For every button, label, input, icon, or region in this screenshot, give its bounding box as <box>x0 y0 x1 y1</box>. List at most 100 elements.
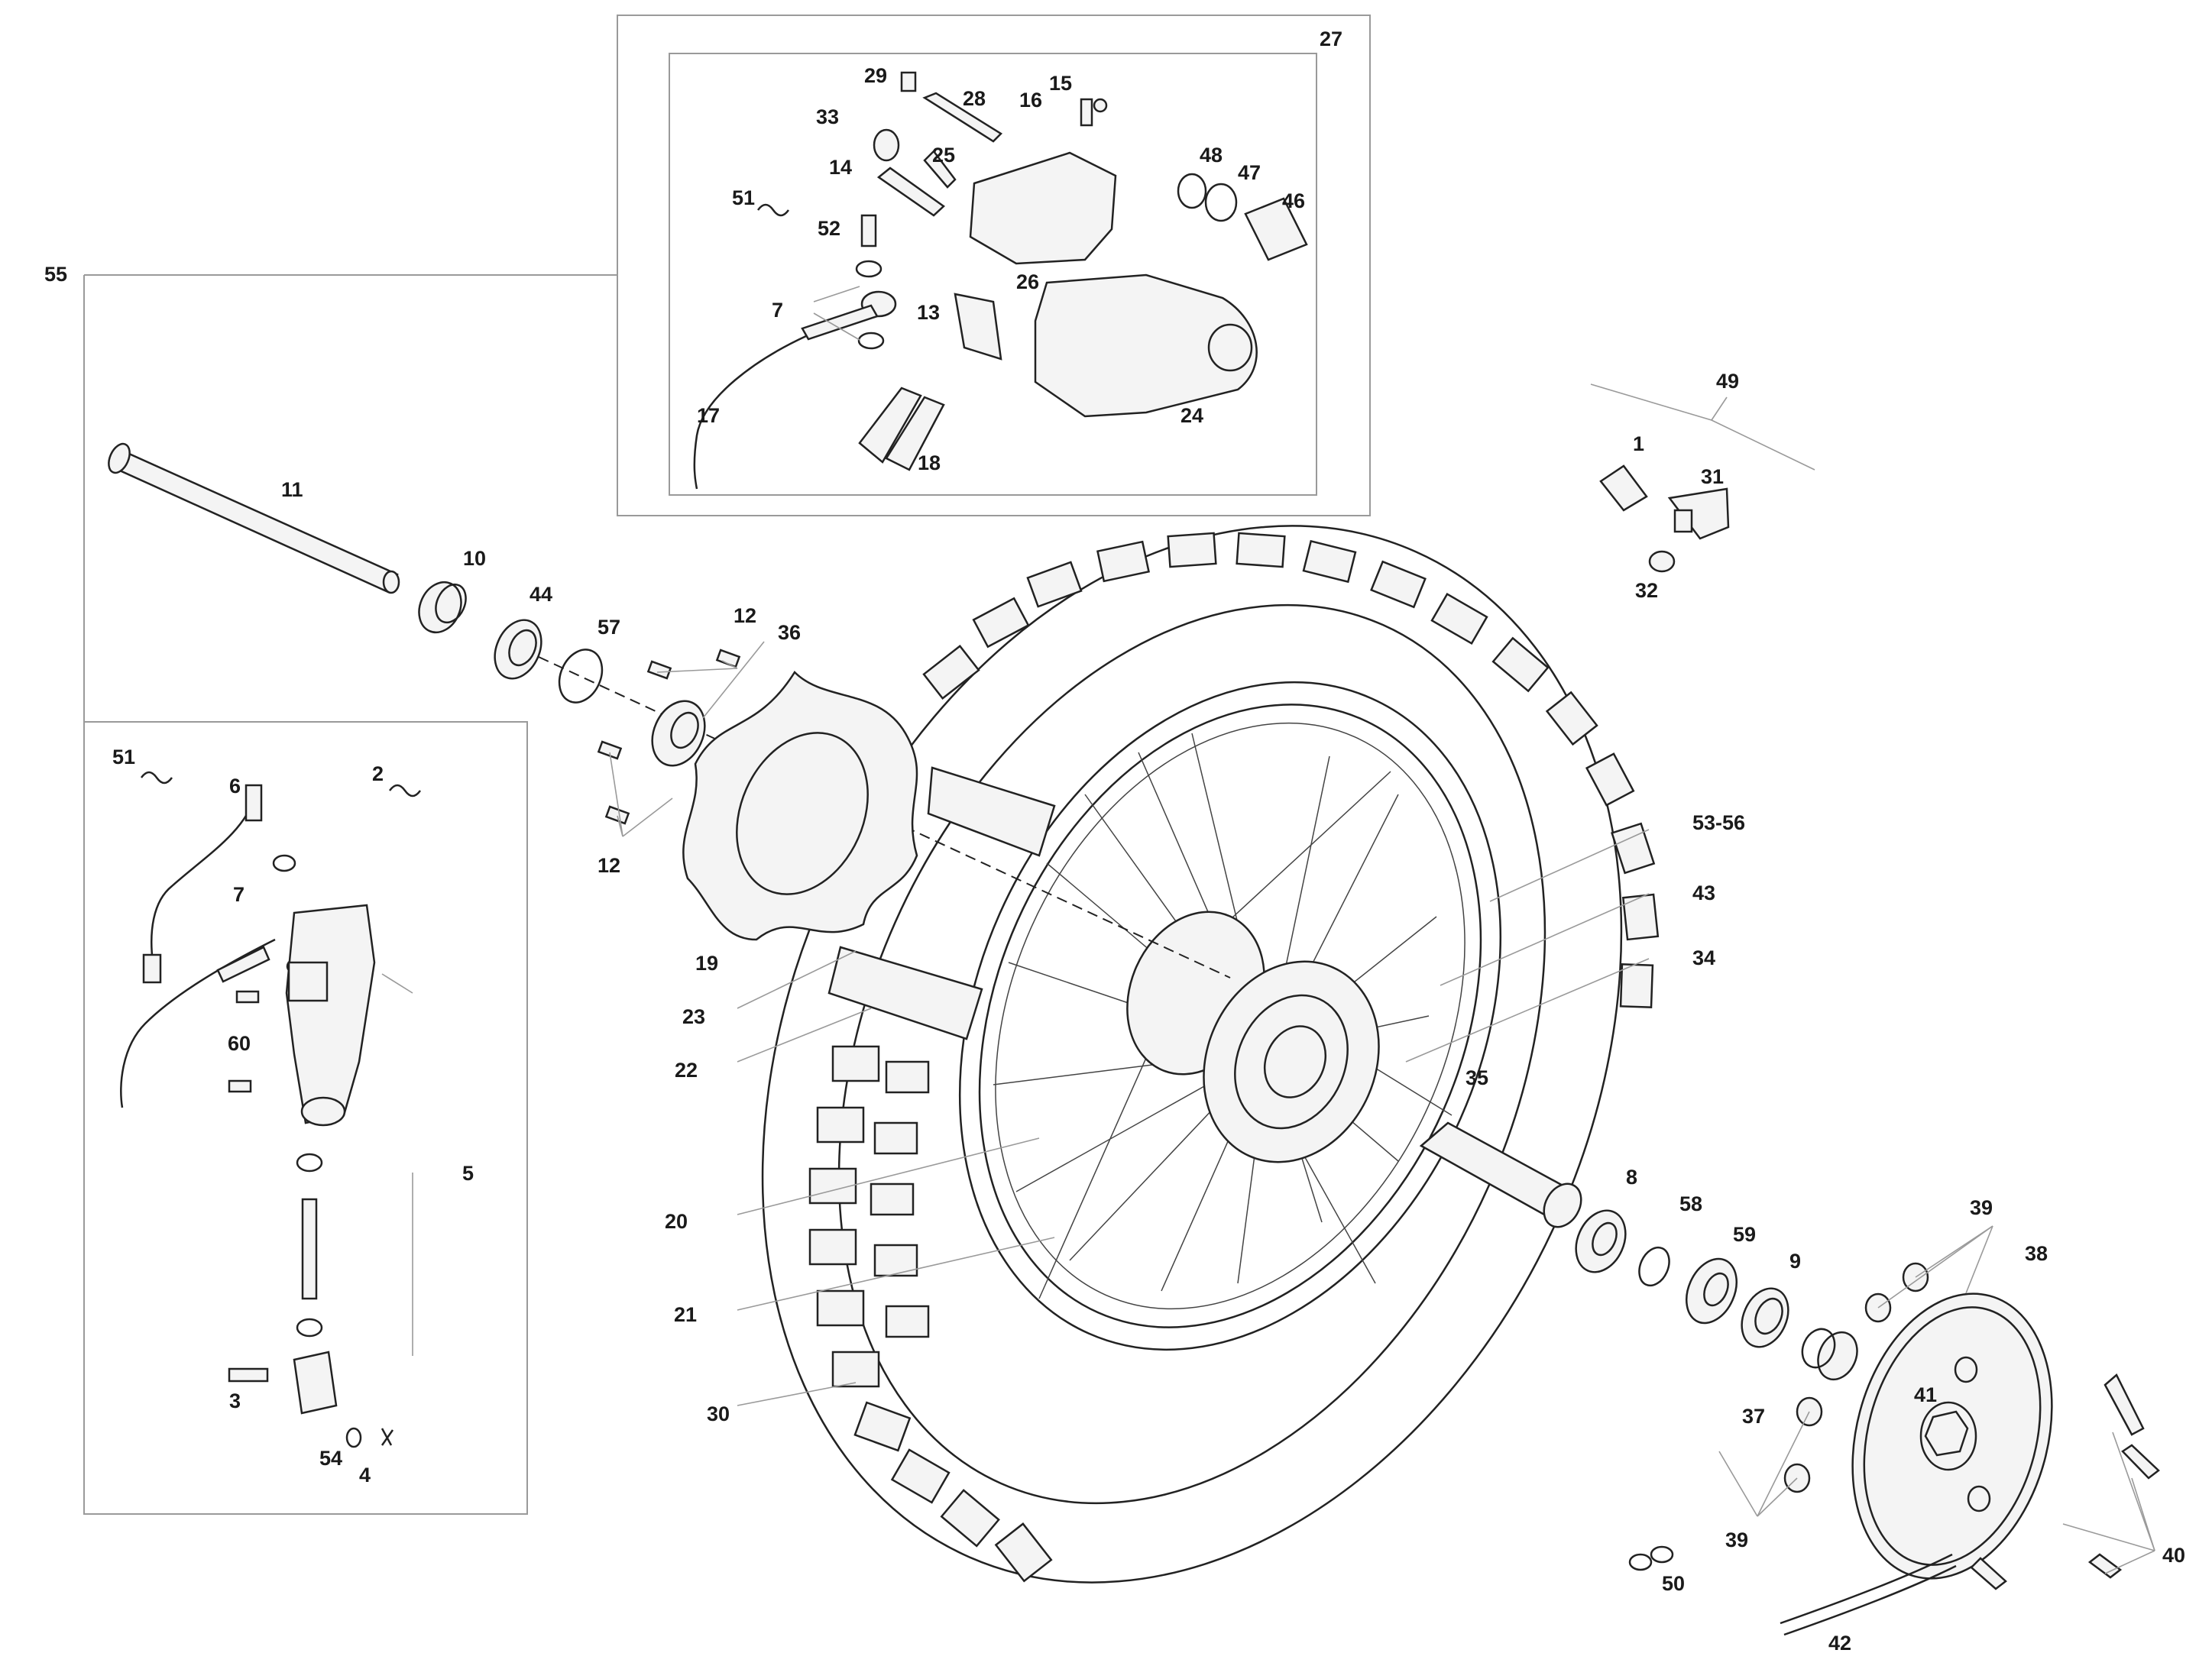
pad-spring-13 <box>954 293 1002 361</box>
circlip-57 <box>558 649 604 704</box>
callout-6: 6 <box>229 775 241 797</box>
callout-50: 50 <box>1662 1572 1685 1595</box>
callout-36: 36 <box>778 621 801 644</box>
chain-42 <box>1780 1553 1957 1636</box>
callout-38: 38 <box>2025 1242 2048 1265</box>
clip-54-4 <box>345 1427 394 1448</box>
callout-33: 33 <box>816 105 839 128</box>
spring-51-top <box>756 203 790 217</box>
callout-37: 37 <box>1742 1405 1765 1428</box>
bleeder-15-16 <box>1080 98 1108 127</box>
callout-35: 35 <box>1465 1066 1488 1089</box>
rim-tape <box>827 766 1056 1040</box>
callout-57: 57 <box>598 616 620 639</box>
callout-28: 28 <box>963 87 986 110</box>
shims-48-47-46 <box>1177 173 1308 261</box>
callout-44: 44 <box>530 583 552 606</box>
brake-pads-18 <box>858 387 945 471</box>
callout-9: 9 <box>1789 1250 1801 1273</box>
master-cylinder-box <box>83 721 528 1515</box>
bolts-60 <box>228 990 260 1093</box>
callout-53-56: 53-56 <box>1692 811 1745 834</box>
bracket-49-leader <box>1590 383 1815 471</box>
callout-31: 31 <box>1701 465 1724 488</box>
sprocket-nuts-39 <box>1783 1262 1991 1512</box>
callout-12-top: 12 <box>734 604 756 627</box>
callout-51-top: 51 <box>732 186 755 209</box>
callout-26: 26 <box>1016 270 1039 293</box>
callout-20: 20 <box>665 1210 688 1233</box>
callout-3: 3 <box>229 1389 241 1412</box>
callout-5: 5 <box>462 1162 474 1185</box>
pins-28-29 <box>900 71 1002 143</box>
caliper-body <box>969 151 1117 265</box>
rim <box>959 681 1501 1351</box>
clevis-3 <box>228 1351 338 1415</box>
callout-13: 13 <box>917 301 940 324</box>
callout-48: 48 <box>1200 144 1223 167</box>
spacer-58 <box>1638 1246 1670 1287</box>
sprocket-bolts-40 <box>1970 1373 2160 1590</box>
callout-60: 60 <box>228 1032 251 1055</box>
part-32-nut <box>1648 550 1676 573</box>
spring-51-left <box>140 771 173 785</box>
hose-fitting-7 <box>801 290 897 341</box>
callout-49: 49 <box>1716 370 1739 393</box>
axle-group-box <box>83 274 617 722</box>
callout-51-left: 51 <box>112 746 135 768</box>
callout-39-bottom: 39 <box>1725 1529 1748 1551</box>
bearing-8 <box>1575 1209 1627 1273</box>
seal-9 <box>1741 1287 1789 1348</box>
tire-tread-blocks <box>808 532 1660 1583</box>
seal-44 <box>494 619 542 680</box>
callout-12-bottom: 12 <box>598 854 620 877</box>
part-1-sleeve <box>1599 464 1648 512</box>
callout-40: 40 <box>2162 1544 2185 1567</box>
callout-32: 32 <box>1635 579 1658 602</box>
bracket-5-top <box>381 973 413 994</box>
axle <box>108 442 400 594</box>
callout-14: 14 <box>829 156 852 179</box>
callout-42: 42 <box>1828 1632 1851 1655</box>
callout-39-top: 39 <box>1970 1196 1993 1219</box>
callout-43: 43 <box>1692 882 1715 904</box>
callout-1: 1 <box>1633 432 1644 455</box>
callout-52: 52 <box>818 217 840 240</box>
callout-41: 41 <box>1914 1383 1937 1406</box>
callout-25: 25 <box>932 144 955 167</box>
brake-line-left <box>120 938 276 1108</box>
callout-54: 54 <box>319 1447 342 1470</box>
callout-8: 8 <box>1626 1166 1637 1189</box>
brake-disc-19 <box>682 671 918 941</box>
callout-59: 59 <box>1733 1223 1756 1246</box>
callout-7-top: 7 <box>772 299 783 322</box>
part-31-stud <box>1667 487 1730 540</box>
callout-11: 11 <box>281 478 303 501</box>
bearing-59 <box>1686 1257 1738 1325</box>
callout-58: 58 <box>1679 1192 1702 1215</box>
spacer-37 <box>1801 1328 1858 1381</box>
callout-10: 10 <box>463 547 486 570</box>
banjo-bolt-52 <box>855 214 885 350</box>
callout-16: 16 <box>1019 89 1042 112</box>
callout-24: 24 <box>1180 404 1203 427</box>
caliper-bracket-24 <box>1034 273 1258 418</box>
axle-spacer-10 <box>418 581 467 634</box>
sprocket-38 <box>1851 1292 2053 1580</box>
master-cylinder-5 <box>285 904 376 1127</box>
pushrod <box>296 1153 323 1338</box>
callout-2: 2 <box>372 762 384 785</box>
callout-29: 29 <box>864 64 887 87</box>
caliper-assembly-box <box>617 15 1371 516</box>
callout-46: 46 <box>1282 189 1305 212</box>
callout-18: 18 <box>918 451 941 474</box>
axle-center-line <box>538 656 1231 979</box>
callout-21: 21 <box>674 1303 697 1326</box>
master-link-50 <box>1628 1545 1674 1571</box>
callout-55: 55 <box>44 263 67 286</box>
bushings-33-25-14 <box>873 128 957 217</box>
callout-4: 4 <box>359 1464 371 1487</box>
callout-30: 30 <box>707 1402 730 1425</box>
callout-34: 34 <box>1692 946 1715 969</box>
